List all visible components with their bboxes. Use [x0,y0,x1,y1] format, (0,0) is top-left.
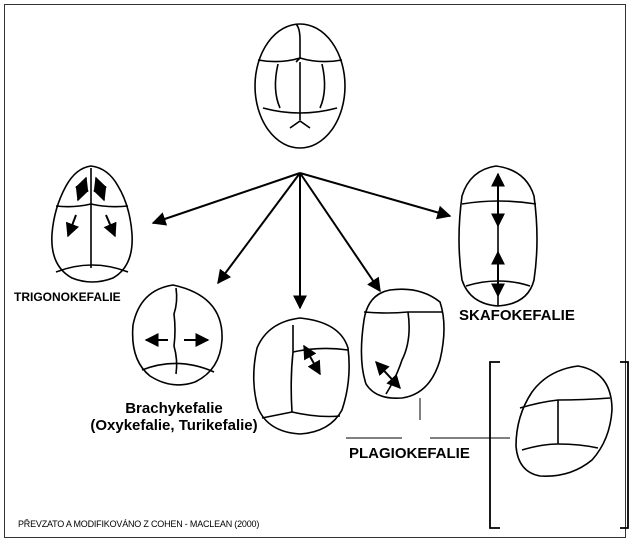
label-brachykefalie-block: Brachykefalie (Oxykefalie, Turikefalie) [76,400,272,435]
normal-skull [255,24,345,148]
plagio-skull-right [361,289,444,398]
label-skafokefalie: SKAFOKEFALIE [459,307,575,324]
label-plagiokefalie: PLAGIOKEFALIE [349,445,470,462]
label-brachykefalie-sub: (Oxykefalie, Turikefalie) [76,417,272,434]
label-brachykefalie: Brachykefalie [76,400,272,417]
source-credit: PŘEVZATO A MODIFIKOVÁNO Z COHEN - MACLEA… [18,519,259,529]
plagio-middle-arrow [304,346,320,374]
brachykefalie-skull [133,285,222,385]
label-trigonokefalie: TRIGONOKEFALIE [14,291,121,305]
plagio-skull-bracket [516,366,612,476]
plagio-connectors [346,398,510,438]
hub-arrows [153,173,450,308]
trigonokefalie-skull [52,166,132,282]
